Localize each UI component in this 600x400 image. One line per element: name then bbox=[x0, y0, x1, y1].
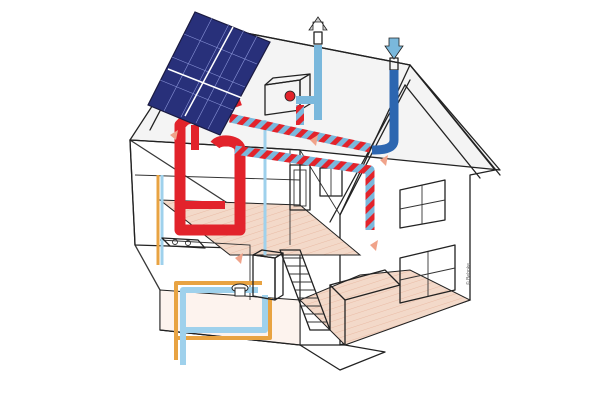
toilet-icon bbox=[232, 284, 248, 296]
exhaust-arrow-icon bbox=[309, 17, 327, 30]
window-icon bbox=[400, 180, 445, 228]
window-back bbox=[320, 168, 342, 196]
intake-arrow-icon bbox=[385, 38, 403, 59]
foundation bbox=[300, 345, 385, 370]
signature: © Behnke bbox=[465, 263, 472, 285]
roof-vent-exhaust bbox=[314, 32, 322, 44]
ground-floor bbox=[300, 270, 470, 345]
